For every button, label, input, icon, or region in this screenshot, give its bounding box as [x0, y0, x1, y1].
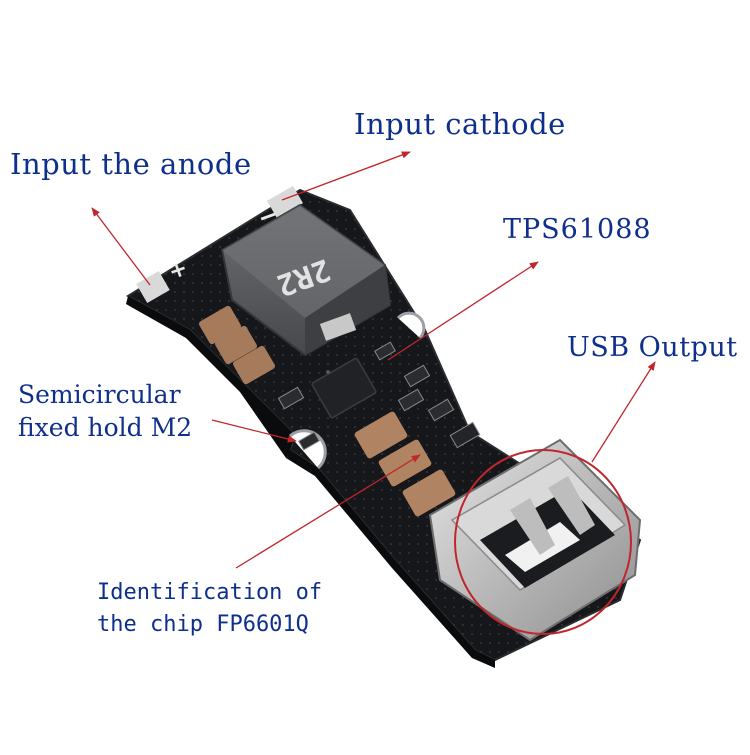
label-usb-output: USB Output — [567, 332, 738, 363]
arrow-cathode — [281, 151, 411, 201]
label-semicircular-line2: fixed hold M2 — [18, 413, 193, 442]
input-pads — [136, 185, 303, 304]
label-input-anode: Input the anode — [10, 147, 252, 181]
label-input-cathode: Input cathode — [354, 107, 566, 141]
label-identification-line2: the chip FP6601Q — [97, 612, 309, 637]
label-identification: Identification of the chip FP6601Q — [97, 577, 322, 641]
arrow-anode — [91, 207, 151, 286]
smd-components — [277, 341, 481, 451]
arrow-identification — [235, 454, 421, 569]
label-identification-line1: Identification of — [97, 580, 323, 605]
label-semicircular-line1: Semicircular — [18, 380, 181, 409]
inductor — [220, 203, 392, 357]
usb-connector — [428, 438, 642, 642]
usb-highlight-circle — [454, 449, 632, 635]
arrow-chip — [387, 261, 539, 361]
annotation-arrows — [91, 151, 656, 569]
arrow-usb — [591, 361, 656, 463]
capacitors — [199, 305, 456, 517]
main-chip — [311, 357, 377, 419]
label-chip-tps61088: TPS61088 — [503, 214, 652, 245]
label-semicircular-hole: Semicircular fixed hold M2 — [18, 378, 192, 444]
arrow-semicircular — [211, 419, 297, 443]
